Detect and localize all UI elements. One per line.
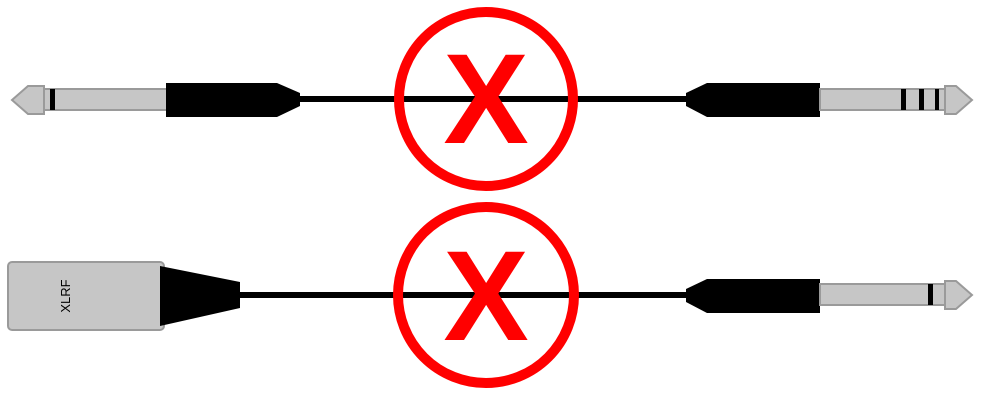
cable-row-2: XLRF X: [8, 207, 972, 383]
xlr-body: [8, 262, 164, 330]
prohibited-mark: X: [443, 28, 528, 171]
cable-row-1: X: [12, 12, 972, 186]
plug-sleeve: [820, 284, 945, 305]
trs-plug-right: [686, 83, 972, 117]
plug-ring-band: [919, 89, 924, 110]
trs-plug-left: [12, 83, 300, 117]
plug-ring-band: [901, 89, 906, 110]
xlr-boot: [160, 266, 240, 326]
plug-housing: [686, 83, 820, 117]
plug-sleeve: [820, 89, 945, 110]
plug-tip: [945, 86, 972, 114]
plug-sleeve: [44, 89, 168, 110]
xlr-female-connector: XLRF: [8, 262, 240, 330]
plug-housing: [166, 83, 300, 117]
plug-housing: [686, 279, 820, 313]
plug-tip: [12, 86, 44, 114]
plug-ring-band: [928, 284, 933, 305]
plug-tip: [945, 281, 972, 309]
ts-plug-right: [686, 279, 972, 313]
xlr-label: XLRF: [58, 279, 73, 312]
prohibited-mark: X: [443, 225, 528, 368]
plug-ring-band: [50, 89, 55, 110]
plug-ring-band: [935, 89, 939, 110]
